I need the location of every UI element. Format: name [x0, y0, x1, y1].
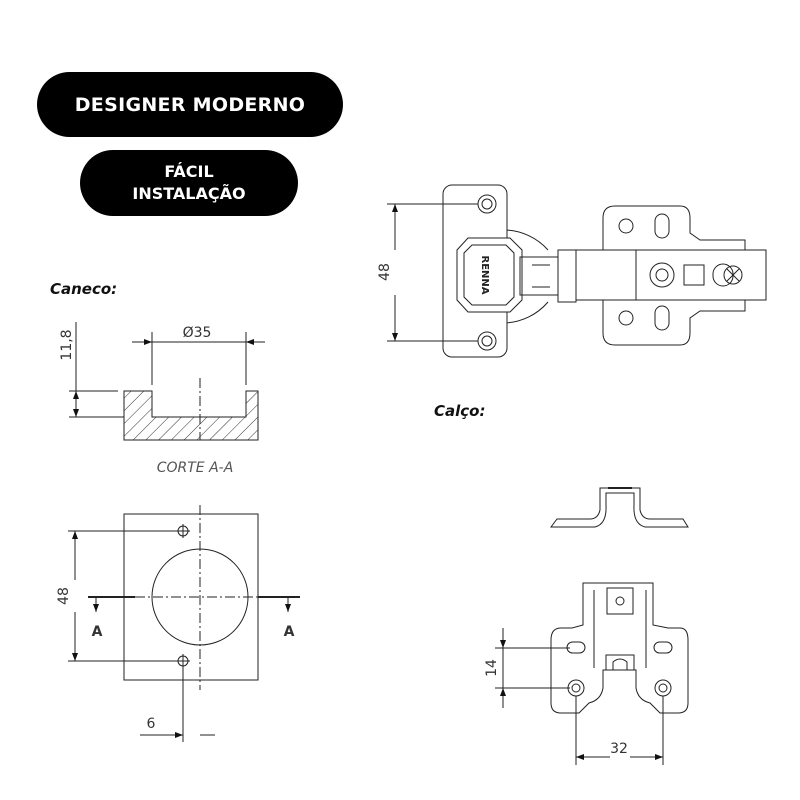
- caneco-title: Caneco:: [50, 280, 118, 298]
- caneco-plan-view: [68, 505, 300, 742]
- calco-vertical-dimension: 14: [484, 659, 500, 677]
- caneco-section-view: [69, 322, 265, 441]
- section-marker-right: A: [284, 624, 295, 640]
- diameter-dimension: Ø35: [183, 325, 212, 341]
- depth-dimension: 11,8: [59, 329, 75, 360]
- badge-text-line2: INSTALAÇÃO: [132, 184, 246, 203]
- calco-title: Calço:: [434, 402, 486, 420]
- badge-text: DESIGNER MODERNO: [74, 93, 306, 116]
- hinge-brand-logo: RENNA: [479, 255, 490, 294]
- hinge-spacing-dimension: 48: [377, 263, 393, 281]
- hinge-drawing: [387, 184, 767, 358]
- calco-front-view: [495, 582, 689, 765]
- calco-horizontal-dimension: 32: [610, 741, 628, 757]
- offset-dimension: 6: [147, 716, 156, 732]
- badge-text-line1: FÁCIL: [164, 162, 214, 181]
- calco-side-view: [550, 487, 689, 528]
- facil-instalacao-badge: FÁCIL INSTALAÇÃO: [80, 150, 298, 216]
- height-dimension: 48: [56, 587, 72, 605]
- section-label: CORTE A-A: [157, 460, 234, 476]
- designer-moderno-badge: DESIGNER MODERNO: [37, 72, 343, 137]
- section-marker-left: A: [92, 624, 103, 640]
